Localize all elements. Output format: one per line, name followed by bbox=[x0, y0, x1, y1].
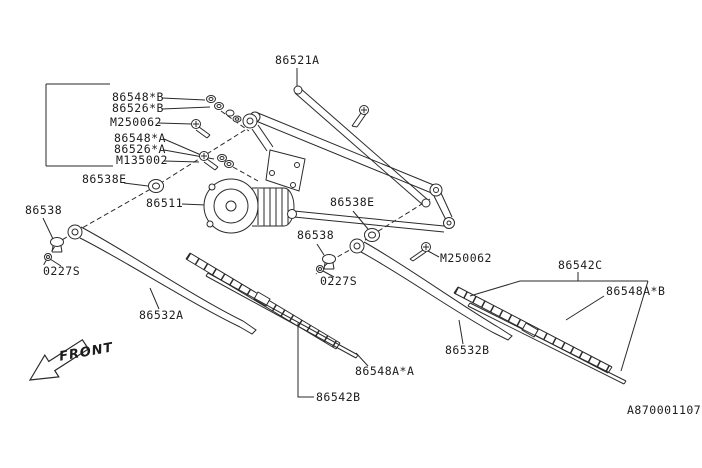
part-label-86538E-right: 86538E bbox=[330, 195, 375, 209]
part-label-86542C: 86542C bbox=[558, 258, 603, 272]
wiper-motor bbox=[203, 178, 295, 234]
part-label-86526A: 86526*A bbox=[114, 142, 166, 156]
wiper-blade-left bbox=[185, 252, 359, 359]
blade-clip bbox=[253, 291, 271, 307]
part-label-86548B: 86548*B bbox=[112, 90, 164, 104]
part-label-86521A: 86521A bbox=[275, 53, 320, 67]
part-label-0227S-left: 0227S bbox=[43, 264, 81, 278]
wiper-linkage-assembly bbox=[242, 85, 455, 229]
part-label-86526B: 86526*B bbox=[112, 101, 164, 115]
fastener-group-upper bbox=[191, 95, 242, 139]
part-label-86538E-left: 86538E bbox=[82, 172, 127, 186]
wiper-arm-right bbox=[349, 238, 513, 341]
pivot-nut-right bbox=[316, 265, 324, 273]
part-label-86532B: 86532B bbox=[445, 343, 490, 357]
fastener-group-lower bbox=[199, 151, 234, 171]
part-label-86548A: 86548*A bbox=[114, 131, 166, 145]
pivot-nut-left bbox=[44, 253, 52, 261]
wiper-blade-right bbox=[453, 286, 627, 385]
linkage-rod bbox=[287, 209, 445, 233]
part-label-0227S-right: 0227S bbox=[320, 274, 358, 288]
part-label-86532A: 86532A bbox=[139, 308, 184, 322]
part-label-86542B: 86542B bbox=[316, 390, 361, 404]
diagram-code: A870001107 bbox=[627, 403, 702, 417]
blade-clip bbox=[521, 322, 539, 338]
front-direction-arrow-icon bbox=[28, 338, 90, 381]
part-label-86511: 86511 bbox=[146, 196, 184, 210]
part-label-M250062-left: M250062 bbox=[110, 115, 162, 129]
blade-rubber-right bbox=[467, 302, 627, 385]
pivot-bolt-right bbox=[409, 242, 431, 262]
pivot-cap-left bbox=[50, 237, 64, 253]
pivot-cap-right bbox=[322, 254, 336, 270]
part-label-86538-left: 86538 bbox=[25, 203, 63, 217]
label-leader-lines bbox=[42, 68, 649, 398]
part-label-M250062-right: M250062 bbox=[440, 251, 492, 265]
linkage-bolt-icon bbox=[351, 105, 369, 128]
blade-rubber-left bbox=[205, 272, 359, 359]
wiper-arm-left bbox=[67, 224, 257, 335]
pivot-grommet-right bbox=[364, 228, 380, 242]
part-label-86548AA: 86548A*A bbox=[355, 364, 415, 378]
part-label-86538-right: 86538 bbox=[297, 228, 335, 242]
part-label-86548AB: 86548A*B bbox=[606, 284, 666, 298]
part-label-M135002: M135002 bbox=[116, 153, 168, 167]
pivot-grommet-left bbox=[148, 179, 164, 193]
